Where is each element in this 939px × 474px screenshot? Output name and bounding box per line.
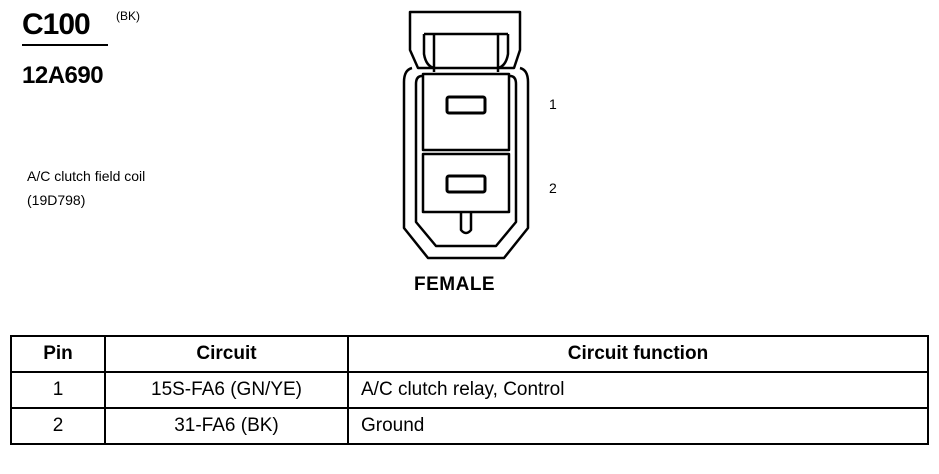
header-circuit: Circuit [104, 335, 349, 373]
cell-pin: 2 [10, 407, 106, 445]
keying-rib [459, 212, 473, 235]
header-circuit-function: Circuit function [347, 335, 929, 373]
pinout-table: Pin Circuit Circuit function 1 15S-FA6 (… [10, 335, 929, 445]
connector-face-drawing [402, 10, 530, 260]
cavity-2 [421, 152, 511, 214]
part-number: 12A690 [22, 62, 104, 89]
connector-color: (BK) [116, 9, 140, 23]
table-row: 1 15S-FA6 (GN/YE) A/C clutch relay, Cont… [10, 371, 929, 409]
component-name: A/C clutch field coil [27, 168, 146, 184]
cavity-1 [421, 72, 511, 152]
cell-circuit-function: A/C clutch relay, Control [347, 371, 929, 409]
table-row: 2 31-FA6 (BK) Ground [10, 407, 929, 445]
connector-gender-label: FEMALE [414, 274, 496, 295]
connector-id: C100 [22, 8, 91, 41]
component-code: (19D798) [27, 192, 86, 208]
table-header-row: Pin Circuit Circuit function [10, 335, 929, 373]
cell-circuit: 15S-FA6 (GN/YE) [104, 371, 349, 409]
cell-circuit: 31-FA6 (BK) [104, 407, 349, 445]
cell-circuit-function: Ground [347, 407, 929, 445]
pin-number-2: 2 [549, 180, 557, 196]
title-divider [22, 44, 108, 46]
pin-number-1: 1 [549, 96, 557, 112]
locking-tab [408, 10, 522, 72]
connector-housing [402, 66, 530, 260]
header-pin: Pin [10, 335, 106, 373]
cell-pin: 1 [10, 371, 106, 409]
